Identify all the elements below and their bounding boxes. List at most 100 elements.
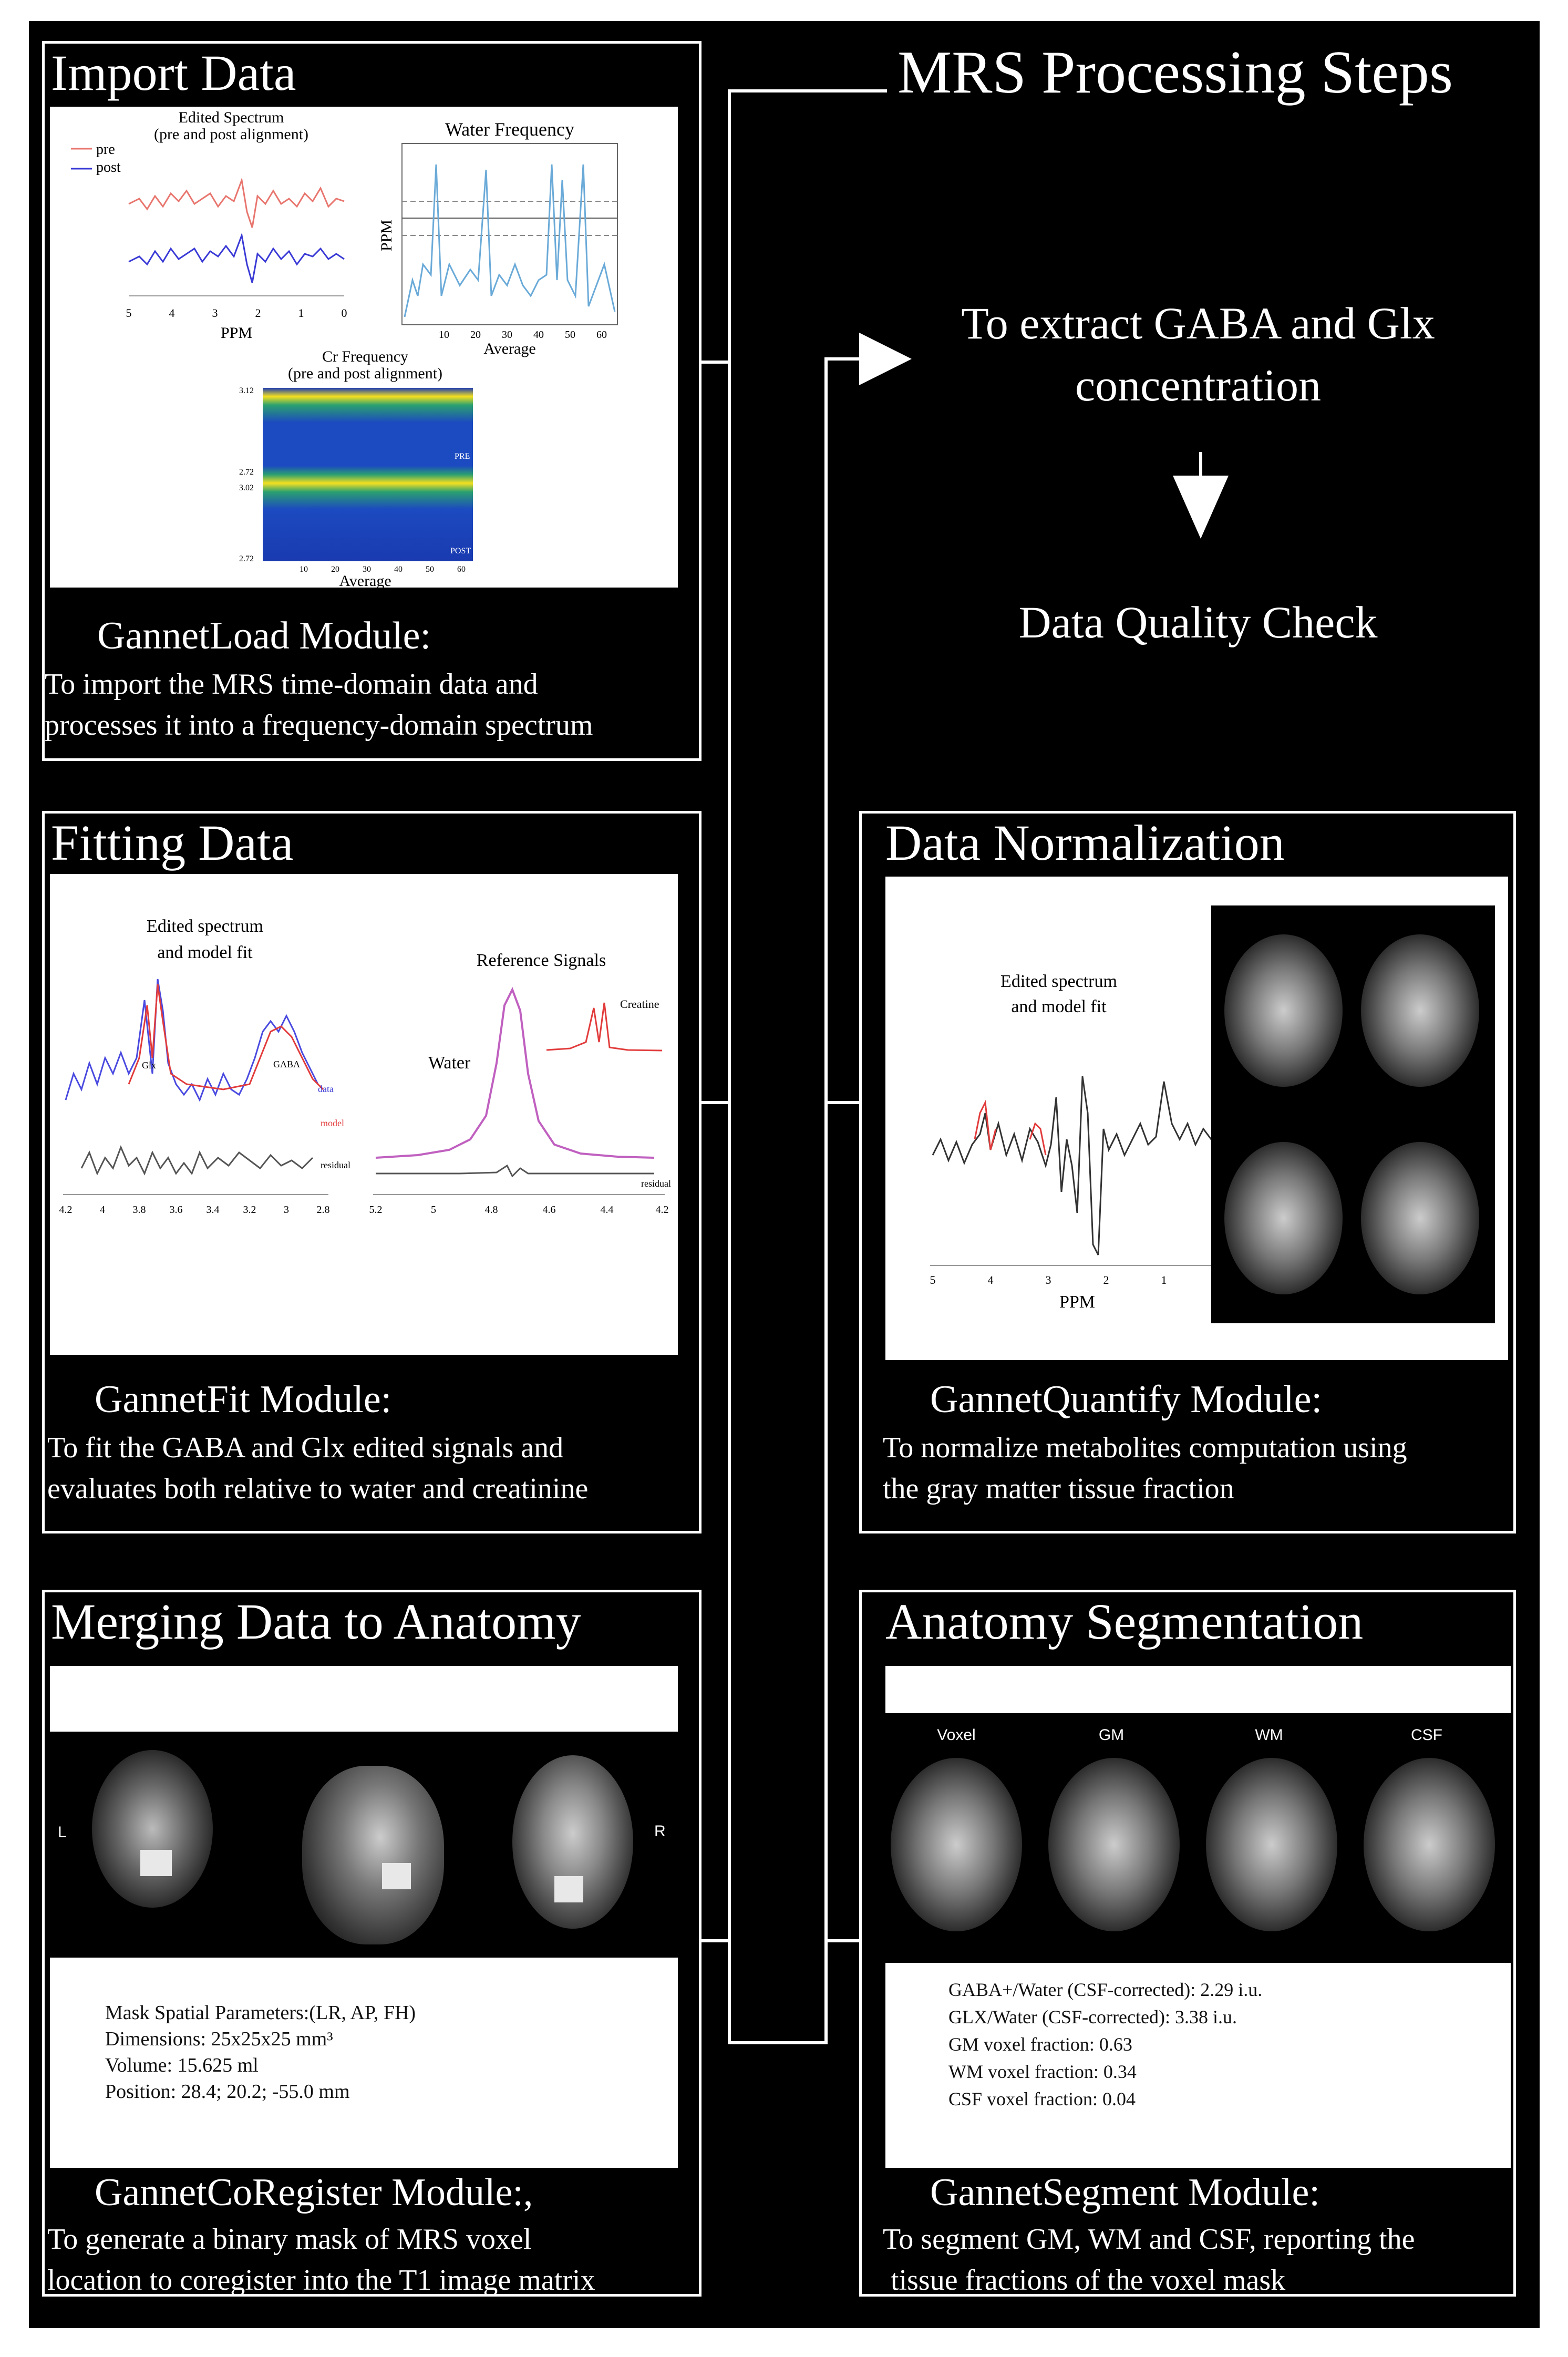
panel-fitting-data: Fitting Data Edited spectrum and model f… [42,811,702,1533]
norm-xtick: 3 [1046,1273,1051,1286]
legend-post: post [96,159,121,176]
panel-data-normalization: Data Normalization Edited spectrum and m… [859,811,1516,1533]
seg-result-line: CSF voxel fraction: 0.04 [948,2088,1136,2109]
flow-quality-check: Data Quality Check [1018,597,1378,647]
seg-label-wm: WM [1255,1726,1283,1744]
xtick: 3 [212,306,218,320]
cr-ytick: 2.72 [239,468,254,477]
sagittal-brain-image [302,1766,444,1944]
cr-ytick: 2.72 [239,554,254,563]
module-desc-line2: the gray matter tissue fraction [883,1473,1234,1505]
fit-left-xtick: 3.4 [207,1204,220,1216]
coronal-brain-image [512,1755,633,1929]
water-xtick: 40 [533,329,544,341]
water-y-label: PPM [378,220,395,251]
flow-extract-text: To extract GABA and Glx concentration [961,298,1435,410]
connector-top-horizontal [729,89,887,92]
edited-spectrum-subtitle: (pre and post alignment) [154,126,308,143]
voxel-brain-image [891,1758,1022,1931]
cr-x-label: Average [339,572,391,588]
cr-post-label: POST [450,547,471,555]
seg-result-line: WM voxel fraction: 0.34 [948,2061,1137,2082]
voxel-mask-marker [140,1850,172,1876]
creatine-signal-line [546,1002,663,1052]
norm-model-line [1029,1122,1047,1156]
connector-merge [699,1939,729,1942]
cr-xtick: 10 [300,565,308,574]
xtick: 5 [126,306,132,320]
model-label: model [321,1118,344,1128]
gm-brain-image [1048,1758,1180,1931]
module-desc-line1: To fit the GABA and Glx edited signals a… [47,1432,564,1464]
merge-header-strip [50,1666,678,1732]
cr-xtick: 60 [457,565,466,574]
water-xtick: 20 [470,329,481,341]
panel-title: Import Data [51,45,296,101]
voxel-mask-marker [554,1876,583,1902]
fit-right-xtick: 4.6 [543,1204,556,1216]
segmentation-header-strip [885,1666,1511,1713]
cr-xtick: 40 [394,565,403,574]
water-x-label: Average [483,340,535,357]
connector-right-vertical [824,357,828,2044]
fit-right-xtick: 4.8 [485,1204,498,1216]
module-desc-line1: To normalize metabolites computation usi… [883,1432,1407,1464]
cr-ytick: 3.02 [239,483,254,492]
fit-residual-line [80,1145,314,1176]
fit-left-xtick: 3.2 [243,1204,256,1216]
water-xtick: 50 [565,329,575,341]
residual-label: residual [321,1160,350,1170]
module-name: GannetQuantify Module: [930,1378,1322,1421]
creatine-label: Creatine [620,997,659,1011]
fit-right-title: Reference Signals [477,951,606,970]
seg-label-gm: GM [1098,1726,1125,1744]
module-desc-line1: To import the MRS time-domain data and [45,668,538,701]
water-frequency-line [404,164,616,317]
norm-x-label: PPM [1059,1292,1095,1312]
fit-left-title: Edited spectrum [147,917,263,936]
voxel-mask-marker [382,1863,411,1889]
fit-left-subtitle: and model fit [157,943,253,962]
water-xtick: 10 [439,329,449,341]
water-xtick: 60 [596,329,607,341]
norm-xtick: 2 [1103,1273,1109,1286]
mask-param-line: Volume: 15.625 ml [105,2054,259,2076]
mask-param-line: Position: 28.4; 20.2; -55.0 mm [105,2081,350,2103]
xtick: 2 [255,306,261,320]
wm-brain-image [1206,1758,1337,1931]
connector-bottom-horizontal [728,2041,828,2044]
brain-slice-image [1361,934,1479,1087]
post-spectrum-line [128,232,345,283]
cr-ytick: 3.12 [239,386,254,395]
brain-slice-image [1224,1142,1343,1294]
connector-fitting [699,1101,729,1104]
connector-segmentation [828,1939,859,1942]
norm-xtick: 4 [988,1273,994,1286]
water-frequency-title: Water Frequency [445,119,574,140]
norm-xtick: 5 [930,1273,936,1286]
water-signal-line [375,987,655,1159]
normalization-brain-grid [1211,905,1495,1323]
module-name: GannetFit Module: [95,1378,392,1421]
x-axis-label: PPM [221,324,252,342]
arrow-down-icon [1173,476,1229,539]
panel-anatomy-segmentation: Anatomy Segmentation Voxel GM WM CSF GAB… [859,1590,1516,2297]
fit-right-xtick: 4.4 [601,1204,614,1216]
connector-normalization [828,1101,859,1104]
seg-result-line: GABA+/Water (CSF-corrected): 2.29 i.u. [948,1979,1263,2000]
seg-result-line: GLX/Water (CSF-corrected): 3.38 i.u. [948,2006,1237,2027]
xtick: 1 [298,306,304,320]
norm-subtitle: and model fit [1011,997,1107,1016]
cr-xtick: 50 [426,565,434,574]
fit-left-xtick: 2.8 [317,1204,330,1216]
connector-main-vertical [728,89,731,2044]
arrow-right-icon [859,333,912,385]
segmentation-results-box: GABA+/Water (CSF-corrected): 2.29 i.u. G… [885,1963,1511,2168]
fit-model-line [128,984,324,1090]
diagram-title: MRS Processing Steps [898,39,1453,106]
residual-label: residual [641,1178,671,1189]
cr-xtick: 20 [331,565,339,574]
seg-result-line: GM voxel fraction: 0.63 [948,2034,1132,2055]
norm-xtick: 1 [1161,1273,1167,1286]
cr-frequency-subtitle: (pre and post alignment) [288,365,442,382]
